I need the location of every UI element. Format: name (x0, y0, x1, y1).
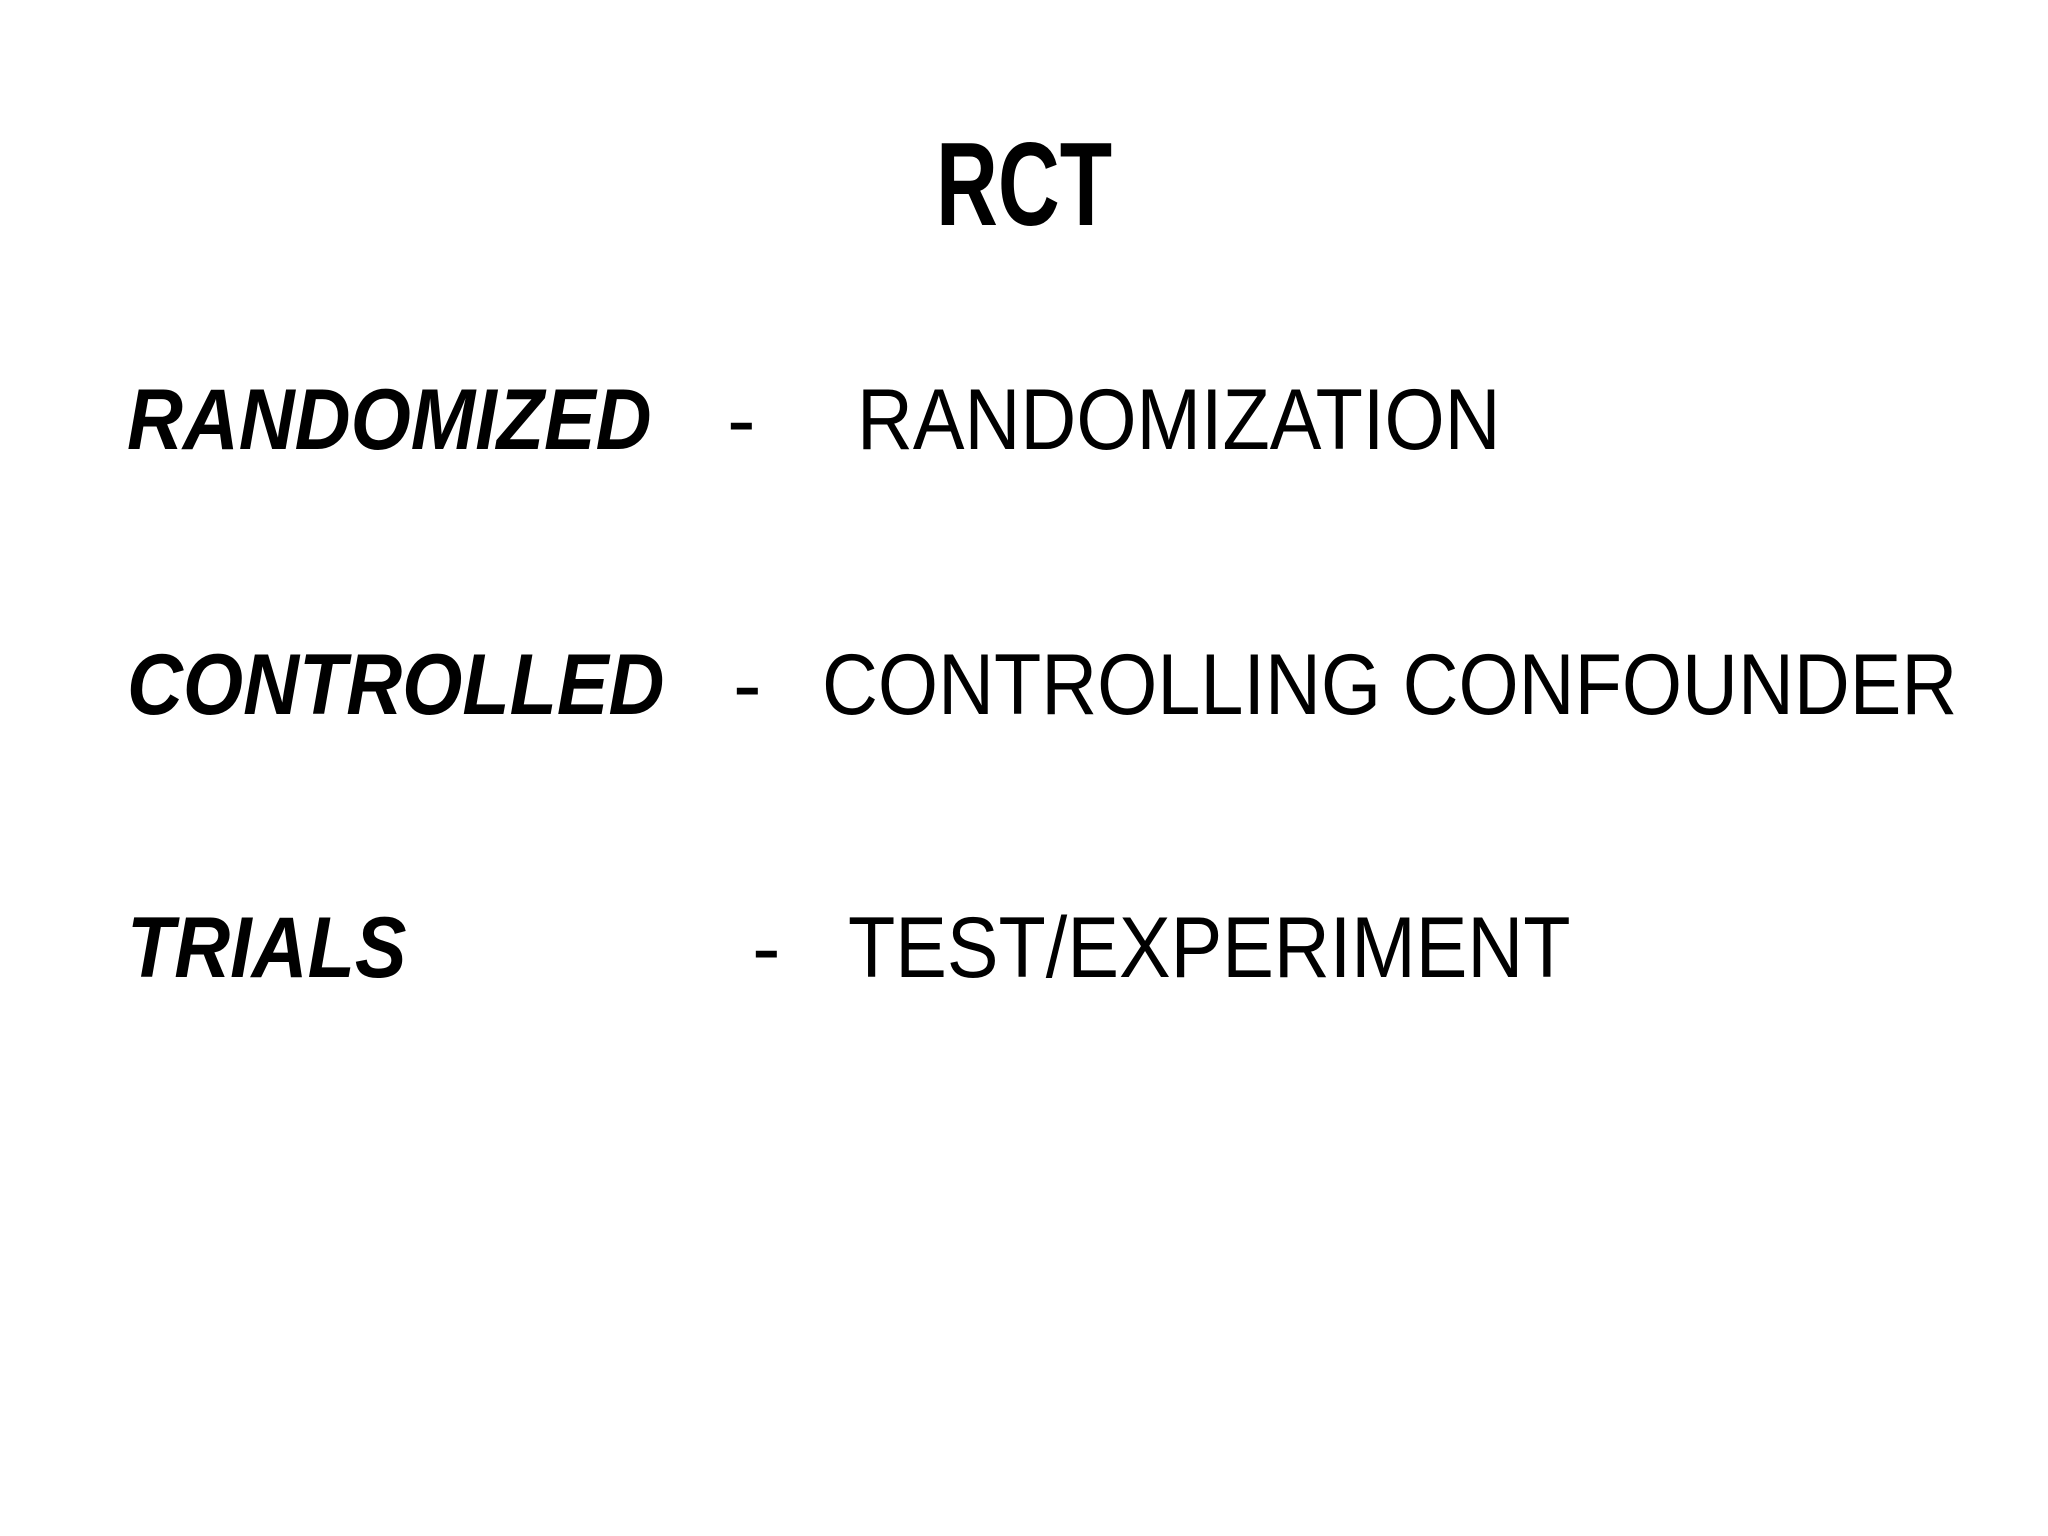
separator-dash: - (752, 900, 781, 996)
separator-dash: - (733, 637, 762, 733)
term-label: TRIALS (127, 900, 407, 996)
definition-row-controlled: CONTROLLED - CONTROLLING CONFOUNDER (0, 642, 2048, 762)
definition-row-randomized: RANDOMIZED - RANDOMIZATION (0, 377, 2048, 497)
term-label: RANDOMIZED (127, 372, 652, 468)
definition-text: TEST/EXPERIMENT (848, 900, 1571, 996)
definition-row-trials: TRIALS - TEST/EXPERIMENT (0, 905, 2048, 1025)
term-label: CONTROLLED (127, 637, 665, 733)
slide-title: RCT (935, 118, 1113, 251)
definition-text: CONTROLLING CONFOUNDER (822, 637, 1958, 733)
definition-text: RANDOMIZATION (857, 372, 1501, 468)
separator-dash: - (727, 372, 756, 468)
